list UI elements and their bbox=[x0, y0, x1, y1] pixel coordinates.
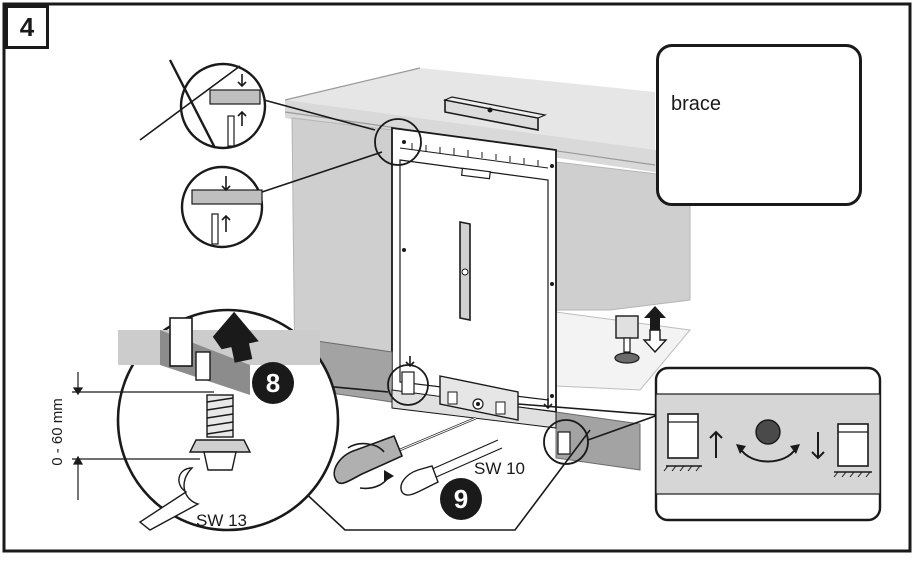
rear-foot-icon bbox=[614, 315, 640, 364]
detail-circle-middle bbox=[180, 165, 264, 249]
callout-text: brace bbox=[671, 93, 722, 115]
range-label: 0 - 60 mm bbox=[49, 398, 66, 466]
step-number-badge: 4 bbox=[5, 5, 49, 49]
dimension-lines bbox=[72, 372, 214, 500]
appliance-down-icon bbox=[837, 423, 869, 467]
callout-box: brace bbox=[656, 44, 862, 206]
sw10-label: SW 10 bbox=[474, 459, 525, 478]
detail-marker-right-foot bbox=[543, 419, 589, 465]
step-9-label: 9 bbox=[454, 484, 468, 514]
plinth-right bbox=[555, 411, 641, 471]
detail-circle-top bbox=[139, 59, 267, 150]
vertical-level-icon bbox=[459, 221, 471, 321]
arrow-up-icon bbox=[709, 430, 723, 458]
screwdriver-ghost-icon bbox=[400, 439, 503, 496]
step-8-label: 8 bbox=[266, 368, 280, 398]
step-9-badge: 9 bbox=[440, 478, 482, 520]
adjust-inset-panel bbox=[654, 366, 882, 522]
detail-marker-top bbox=[374, 118, 422, 166]
step-8-badge: 8 bbox=[252, 362, 294, 404]
sw13-label: SW 13 bbox=[196, 511, 247, 530]
appliance-up-icon bbox=[667, 413, 699, 459]
spirit-level-icon bbox=[442, 96, 548, 131]
adjust-knob-icon bbox=[755, 419, 781, 445]
front-adjust-panel bbox=[439, 375, 519, 421]
up-down-arrows-icon bbox=[642, 306, 668, 354]
arrow-down-icon bbox=[811, 432, 825, 460]
detail-circle-foot bbox=[116, 308, 340, 532]
screwdriver-icon bbox=[333, 416, 477, 490]
dishwasher-frame bbox=[391, 126, 557, 414]
detail-marker-left-foot bbox=[387, 364, 429, 406]
